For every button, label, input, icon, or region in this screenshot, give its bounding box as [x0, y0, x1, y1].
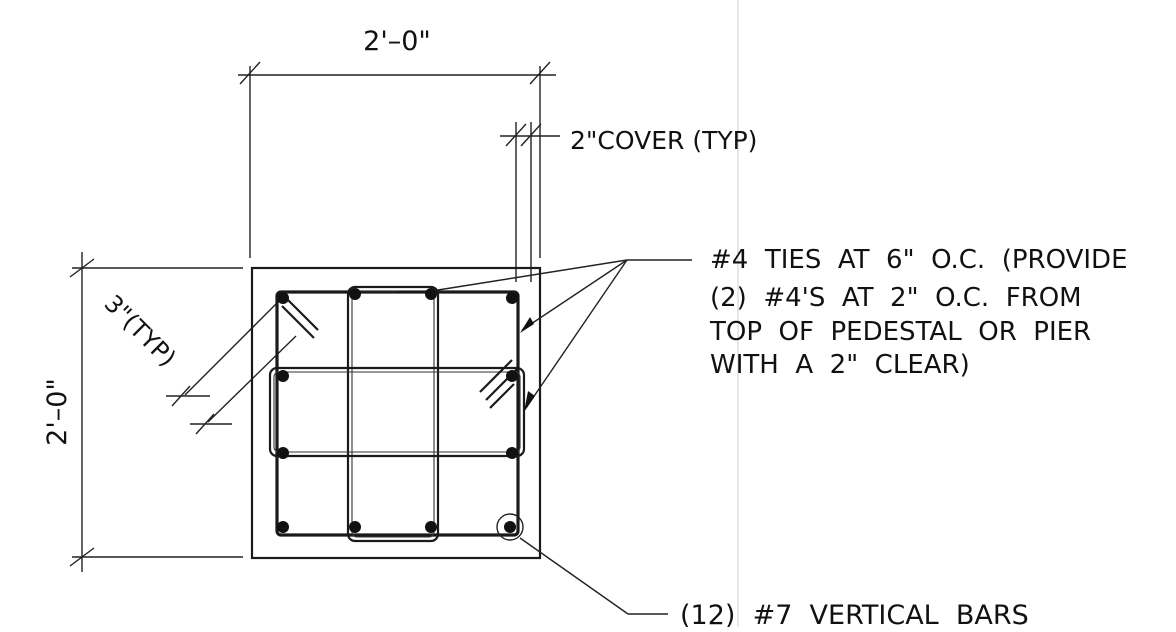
ties-note-line-3: TOP OF PEDESTAL OR PIER: [709, 317, 1091, 347]
rebar: [277, 292, 289, 304]
rebar: [277, 370, 289, 382]
rebar: [425, 521, 437, 533]
rebar: [506, 292, 518, 304]
rebar: [506, 447, 518, 459]
top-dimension-label: 2'–0": [363, 26, 431, 57]
rebar: [504, 521, 516, 533]
ties-note-line-2: (2) #4'S AT 2" O.C. FROM: [710, 283, 1082, 313]
ties-leaders: [437, 259, 692, 412]
side-dimension-label: 2'–0": [42, 378, 73, 446]
top-dimension: 2'–0": [238, 26, 556, 258]
rebar: [277, 521, 289, 533]
rebar: [349, 288, 361, 300]
pedestal-outline: [250, 266, 542, 560]
corner-typ-label: 3"(TYP): [99, 289, 182, 372]
rebar-callout-circle: [496, 513, 524, 541]
rebar: [425, 288, 437, 300]
cover-label: 2"COVER (TYP): [570, 126, 757, 155]
ties-note: #4 TIES AT 6" O.C. (PROVIDE (2) #4'S AT …: [709, 245, 1128, 380]
vertical-bars-label: (12) #7 VERTICAL BARS: [680, 600, 1029, 627]
vertical-bars-note: (12) #7 VERTICAL BARS: [519, 537, 1029, 631]
rebar: [506, 370, 518, 382]
ties-note-line-1: #4 TIES AT 6" O.C. (PROVIDE: [710, 245, 1128, 275]
ties: [268, 285, 526, 543]
rebar: [349, 521, 361, 533]
corner-dimension: 3"(TYP): [99, 289, 297, 435]
ties-note-line-4: WITH A 2" CLEAR): [710, 350, 970, 380]
side-dimension: 2'–0": [42, 252, 243, 572]
rebar: [277, 447, 289, 459]
cover-dimension: 2"COVER (TYP): [500, 122, 757, 282]
vertical-bars: [277, 288, 524, 541]
